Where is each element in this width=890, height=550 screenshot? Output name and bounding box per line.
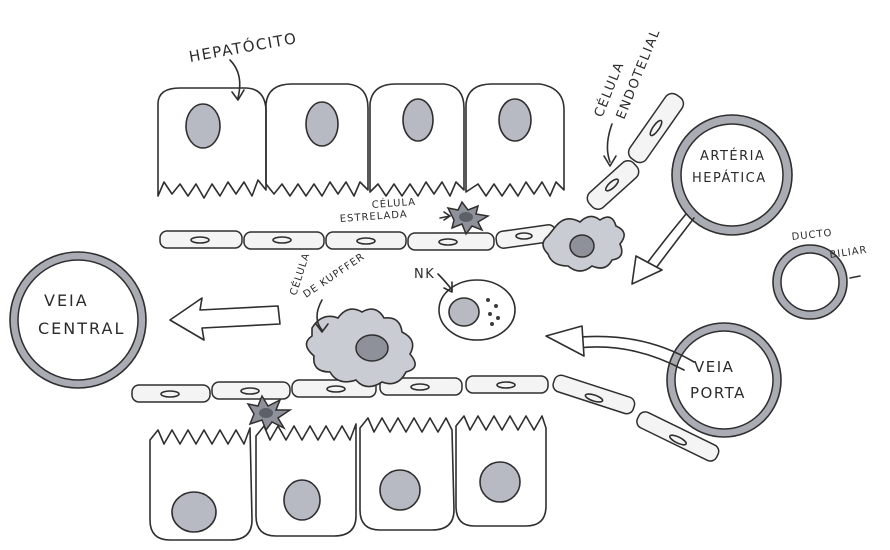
hepatocyte-bottom-2 bbox=[256, 424, 356, 536]
hepatocyte-nucleus bbox=[380, 470, 420, 510]
upper-endothelial-lining bbox=[160, 224, 557, 250]
endothelial-cell bbox=[244, 232, 324, 249]
hepatocyte-nucleus bbox=[306, 102, 338, 146]
veia-porta bbox=[667, 323, 781, 437]
label-veia-porta-2: PORTA bbox=[690, 384, 746, 402]
endothelial-cell bbox=[584, 157, 642, 212]
label-arteria-1: ARTÉRIA bbox=[700, 148, 765, 164]
label-hepatocito: HEPATÓCITO bbox=[187, 28, 298, 66]
hepatocyte-nucleus bbox=[284, 480, 320, 520]
endothelial-cell bbox=[160, 231, 242, 248]
kupffer-cell-lower bbox=[306, 309, 415, 386]
hepatocyte-bottom-1 bbox=[150, 428, 252, 540]
hepatocyte-top-1 bbox=[158, 88, 266, 198]
kupffer-cell-upper bbox=[543, 216, 624, 271]
flow-arrow-from-artery bbox=[632, 214, 694, 284]
hepatocyte-bottom-4 bbox=[456, 416, 546, 526]
stellate-cell-top bbox=[448, 202, 488, 234]
endothelial-cell bbox=[132, 385, 210, 402]
hepatocyte-bottom-3 bbox=[360, 418, 454, 530]
lower-endothelial-lining bbox=[132, 373, 721, 463]
hepatocyte-nucleus bbox=[480, 462, 520, 502]
endothelial-cell bbox=[212, 382, 290, 399]
label-veia-porta-1: VEIA bbox=[694, 358, 734, 376]
label-celula-estrelada-2: ESTRELADA bbox=[339, 209, 408, 225]
hepatocyte-nucleus bbox=[403, 99, 433, 141]
label-ducto: DUCTO bbox=[791, 228, 833, 243]
hepatocyte-nucleus bbox=[499, 99, 531, 141]
label-biliar: BILIAR bbox=[829, 245, 868, 261]
endothelial-cell bbox=[408, 233, 494, 250]
label-veia-central-2: CENTRAL bbox=[38, 319, 125, 338]
hepatocyte-nucleus bbox=[172, 492, 216, 532]
endothelial-cell bbox=[466, 376, 548, 393]
label-veia-central-1: VEIA bbox=[44, 291, 89, 310]
endothelial-cell bbox=[326, 232, 406, 249]
label-arteria-2: HEPÁTICA bbox=[692, 170, 767, 186]
stellate-cell-bottom bbox=[248, 396, 290, 430]
flow-arrow-from-portal-vein bbox=[546, 326, 694, 370]
flow-arrow-to-central-vein bbox=[170, 298, 280, 340]
top-hepatocytes bbox=[158, 84, 564, 198]
hepatocyte-top-3 bbox=[370, 84, 464, 196]
label-celula-estrelada-1: CÉLULA bbox=[371, 195, 416, 211]
hepatocyte-nucleus bbox=[186, 104, 220, 148]
hepatocyte-top-2 bbox=[266, 84, 368, 196]
label-kupffer-2: DE KUPFFER bbox=[302, 251, 368, 300]
bottom-hepatocytes bbox=[150, 416, 546, 540]
label-nk: NK bbox=[414, 267, 435, 282]
hepatocyte-top-4 bbox=[466, 84, 564, 196]
